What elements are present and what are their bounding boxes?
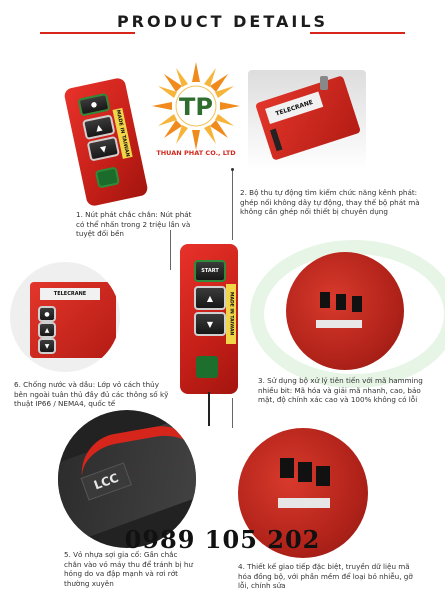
power-icon: ● — [90, 100, 98, 110]
caption-1: 1. Nút phát chắc chắn: Nút phát có thể n… — [76, 210, 192, 238]
receiver-left-brand: TELECRANE — [40, 288, 100, 300]
center-remote-strap — [208, 392, 210, 426]
callout-line-4 — [232, 398, 233, 428]
transmitter-power-button: ● — [77, 92, 111, 117]
arrow-down-icon: ▼ — [206, 319, 214, 329]
title-underline-left — [40, 32, 135, 34]
pcb-relay-2 — [336, 294, 346, 310]
page-title: PRODUCT DETAILS — [116, 12, 329, 31]
receiver-connector — [269, 128, 283, 152]
title-underline-right — [310, 32, 405, 34]
receiver-left-body: TELECRANE ● ▲ ▼ — [30, 282, 116, 358]
pcb-bottom-relay-1 — [280, 458, 294, 478]
caption-5: 5. Vỏ nhựa sợi gia cố: Gần chắc chắn vào… — [64, 550, 193, 588]
caption-4: 4. Thiết kế giao tiếp đặc biệt, truyền d… — [238, 562, 413, 590]
company-logo: TP — [148, 58, 244, 154]
callout-line-2 — [232, 170, 233, 240]
pcb-chip — [316, 320, 362, 328]
caption-6: 6. Chống nước và dầu: Lớp vỏ cách thủy b… — [14, 380, 169, 408]
arrow-up-icon: ▲ — [206, 293, 214, 303]
center-remote: START ▲ ▼ MADE IN TAIWAN — [180, 244, 238, 394]
center-start-button: START — [194, 260, 226, 282]
caption-3: 3. Sử dụng bộ xử lý tiên tiến với mã ham… — [258, 376, 423, 404]
receiver-left-button-2: ▲ — [38, 322, 56, 338]
transmitter-down-button: ▼ — [86, 135, 121, 162]
callout-line-1 — [170, 230, 171, 270]
logo-sunburst-icon: TP — [152, 62, 240, 150]
pcb-relay-1 — [320, 292, 330, 308]
logo-letters: TP — [179, 93, 213, 121]
receiver-left-button-3: ▼ — [38, 338, 56, 354]
receiver-top-image: TELECRANE — [248, 70, 366, 170]
pcb-circle-top — [286, 252, 404, 370]
receiver-body: TELECRANE — [254, 75, 362, 161]
pcb-bottom-relay-3 — [316, 466, 330, 486]
pcb-bottom-chip — [278, 498, 330, 508]
receiver-left-circle: TELECRANE ● ▲ ▼ — [10, 262, 120, 372]
transmitter-top-image: ● ▲ ▼ MADE IN TAIWAN — [63, 76, 149, 208]
callout-dot-2 — [231, 168, 234, 171]
caption-2: 2. Bộ thu tự động tìm kiếm chức năng kên… — [240, 188, 420, 216]
contact-phone: 0989 105 202 — [124, 525, 321, 554]
receiver-brand-plate: TELECRANE — [265, 91, 324, 125]
cover-circle: LCC — [58, 410, 196, 548]
pcb-circle-bottom — [238, 428, 368, 558]
receiver-antenna — [320, 76, 328, 90]
arrow-down-icon: ▼ — [99, 143, 108, 154]
arrow-up-icon: ▲ — [94, 122, 103, 133]
transmitter-green-switch — [94, 166, 121, 189]
company-name: THUAN PHAT CO., LTD — [156, 149, 236, 157]
center-remote-label: MADE IN TAIWAN — [226, 284, 236, 344]
center-green-switch — [196, 356, 218, 378]
receiver-left-button-1: ● — [38, 306, 56, 322]
pcb-relay-3 — [352, 296, 362, 312]
pcb-bottom-relay-2 — [298, 462, 312, 482]
center-up-button: ▲ — [194, 286, 226, 310]
center-down-button: ▼ — [194, 312, 226, 336]
